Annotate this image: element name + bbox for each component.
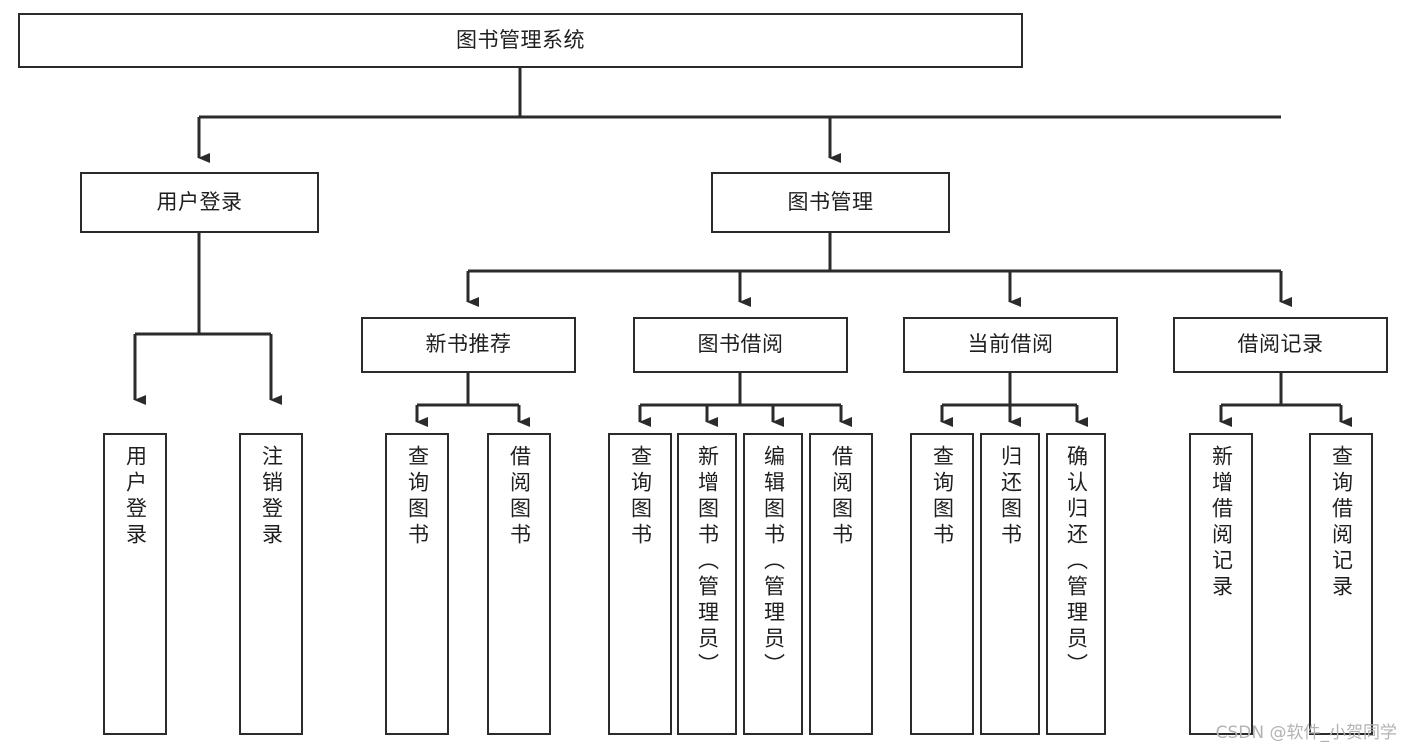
- leaf-return-book-label: 归还图书: [998, 445, 1023, 549]
- leaf-query-book-current-label: 查询图书: [930, 445, 955, 549]
- node-root[interactable]: 图书管理系统: [18, 13, 1023, 68]
- node-book-management[interactable]: 图书管理: [711, 172, 950, 233]
- node-borrow-record-label: 借阅记录: [1237, 332, 1324, 357]
- leaf-edit-book-admin-label: 编辑图书（管理员）: [761, 445, 786, 679]
- node-book-borrow-label: 图书借阅: [697, 332, 784, 357]
- leaf-add-book-admin-label: 新增图书（管理员）: [695, 445, 720, 679]
- leaf-return-book[interactable]: 归还图书: [980, 433, 1040, 735]
- node-current-borrow[interactable]: 当前借阅: [903, 317, 1118, 373]
- node-current-borrow-label: 当前借阅: [967, 332, 1054, 357]
- leaf-borrow-book-recommend-label: 借阅图书: [507, 445, 532, 549]
- csdn-watermark: CSDN @软件_小贺同学: [1215, 723, 1397, 743]
- leaf-query-borrow-record[interactable]: 查询借阅记录: [1309, 433, 1373, 735]
- node-borrow-record[interactable]: 借阅记录: [1173, 317, 1388, 373]
- leaf-query-book-recommend[interactable]: 查询图书: [385, 433, 449, 735]
- leaf-query-book-borrow[interactable]: 查询图书: [608, 433, 672, 735]
- leaf-add-borrow-record[interactable]: 新增借阅记录: [1189, 433, 1253, 735]
- node-user-login[interactable]: 用户登录: [80, 172, 319, 233]
- node-user-login-label: 用户登录: [156, 189, 243, 214]
- leaf-borrow-book-label: 借阅图书: [829, 445, 854, 549]
- leaf-borrow-book-recommend[interactable]: 借阅图书: [487, 433, 551, 735]
- leaf-user-logout-label: 注销登录: [259, 445, 284, 549]
- node-new-book-recommend-label: 新书推荐: [425, 332, 512, 357]
- node-new-book-recommend[interactable]: 新书推荐: [361, 317, 576, 373]
- leaf-query-book-current[interactable]: 查询图书: [910, 433, 974, 735]
- leaf-user-login[interactable]: 用户登录: [103, 433, 167, 735]
- leaf-user-logout[interactable]: 注销登录: [239, 433, 303, 735]
- leaf-query-book-borrow-label: 查询图书: [628, 445, 653, 549]
- node-book-borrow[interactable]: 图书借阅: [633, 317, 848, 373]
- leaf-confirm-return-admin[interactable]: 确认归还（管理员）: [1046, 433, 1106, 735]
- leaf-query-borrow-record-label: 查询借阅记录: [1329, 445, 1354, 601]
- leaf-add-book-admin[interactable]: 新增图书（管理员）: [677, 433, 737, 735]
- leaf-add-borrow-record-label: 新增借阅记录: [1209, 445, 1234, 601]
- leaf-borrow-book[interactable]: 借阅图书: [809, 433, 873, 735]
- node-root-label: 图书管理系统: [456, 27, 585, 52]
- leaf-confirm-return-admin-label: 确认归还（管理员）: [1064, 445, 1089, 679]
- leaf-edit-book-admin[interactable]: 编辑图书（管理员）: [743, 433, 803, 735]
- leaf-query-book-recommend-label: 查询图书: [405, 445, 430, 549]
- leaf-user-login-label: 用户登录: [123, 445, 148, 549]
- node-book-management-label: 图书管理: [787, 189, 874, 214]
